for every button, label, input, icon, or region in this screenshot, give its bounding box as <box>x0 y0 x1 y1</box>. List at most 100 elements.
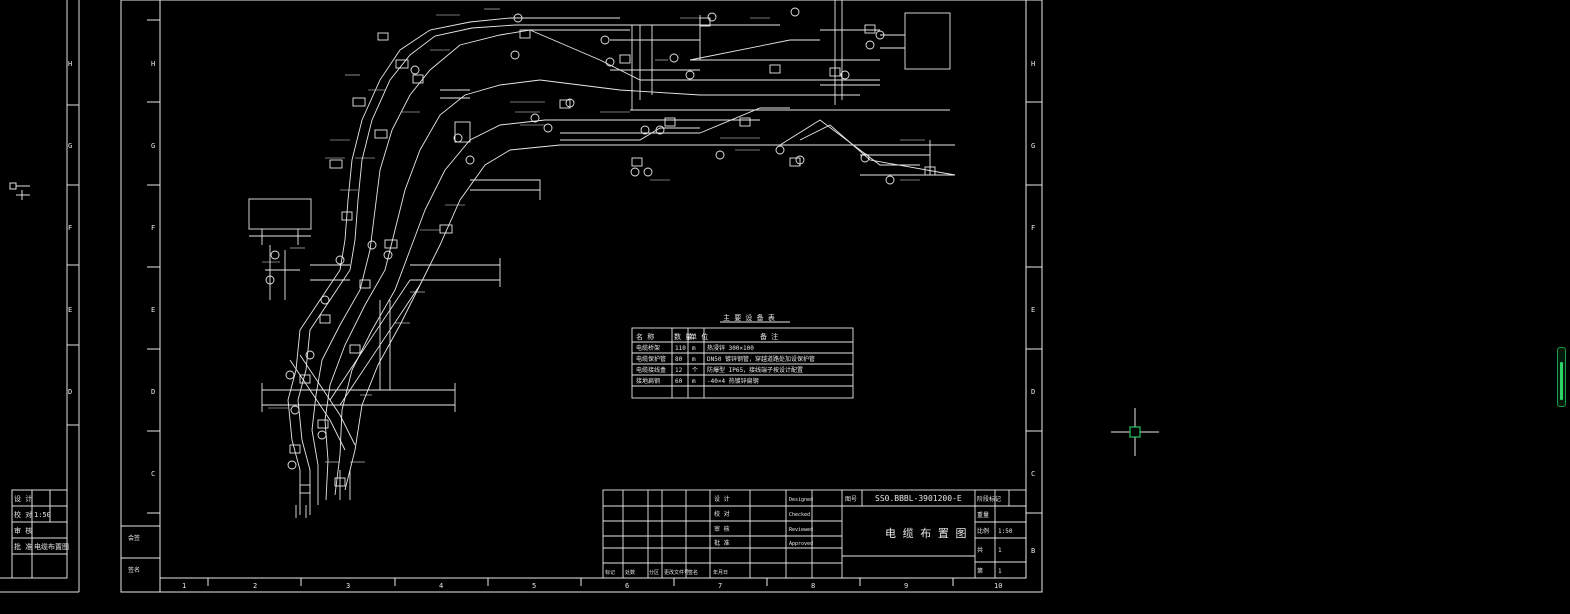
grid-letter-right-7: B <box>1031 547 1035 555</box>
equipment-header-unit: 单 位 <box>690 332 708 341</box>
left-row-3: 审 核 <box>14 526 32 535</box>
stage-label: 阶段标记 <box>977 495 1001 503</box>
approval-sub-3: Reviewed <box>789 527 813 533</box>
revision-header-6: 年月日 <box>713 569 728 576</box>
total-value: 1 <box>998 547 1002 554</box>
revision-header-3: 分区 <box>649 569 659 576</box>
equipment-header-note: 备 注 <box>760 332 778 341</box>
revision-header-2: 处数 <box>625 569 635 576</box>
title-block-text: 图号 SS0.BBBL-3901200-E 电 缆 布 置 图 设 计 校 对 … <box>605 494 1013 576</box>
equipment-row-2-note: DN50 镀锌钢管，穿越道路处加设保护管 <box>707 355 815 363</box>
grid-letter-ls-1: H <box>68 60 72 68</box>
grid-letter-left-6: C <box>151 470 155 478</box>
stamp-label-1: 会签 <box>128 534 140 542</box>
left-row-2: 校 对 <box>14 510 32 519</box>
equipment-row-4-qty: 60 <box>675 378 683 385</box>
equipment-row-4-name: 接地扁钢 <box>636 377 660 385</box>
left-sheet-text: 设 计 校 对 审 核 批 准 1:50 电缆布置图 <box>14 494 69 551</box>
grid-letter-right-3: F <box>1031 224 1035 232</box>
grid-numbers: 1 2 3 4 5 6 7 8 9 10 <box>182 582 1002 590</box>
grid-number-3: 3 <box>346 582 350 590</box>
grid-number-6: 6 <box>625 582 629 590</box>
drawing-number: SS0.BBBL-3901200-E <box>875 494 962 503</box>
total-label: 共 <box>977 546 983 554</box>
left-sheet <box>0 0 80 593</box>
left-scale: 1:50 <box>34 511 51 519</box>
grid-letter-right-4: E <box>1031 306 1035 314</box>
grid-number-4: 4 <box>439 582 443 590</box>
grid-letters: H G F E D C H G F E D C B H G F E D <box>68 60 1035 555</box>
scale-label: 比例 <box>977 527 989 535</box>
stamp-label-2: 签名 <box>128 566 140 574</box>
approval-role-3: 审 核 <box>714 525 730 533</box>
instrument-symbols <box>265 7 895 470</box>
approval-role-1: 设 计 <box>714 495 730 503</box>
equipment-table <box>631 321 854 399</box>
drawing-title: 电 缆 布 置 图 <box>885 527 967 540</box>
approval-role-2: 校 对 <box>714 510 730 518</box>
scrollbar-thumb[interactable] <box>1560 362 1563 400</box>
grid-letter-ls-4: E <box>68 306 72 314</box>
approval-sub-2: Checked <box>789 512 810 518</box>
annotation-labels <box>262 8 925 463</box>
grid-letter-right-1: H <box>1031 60 1035 68</box>
grid-letter-left-1: H <box>151 60 155 68</box>
left-row-1: 设 计 <box>14 494 32 503</box>
grid-number-9: 9 <box>904 582 908 590</box>
approval-sub-1: Designed <box>789 497 813 503</box>
revision-header-5: 签名 <box>688 569 698 576</box>
equipment-row-2-qty: 80 <box>675 356 683 363</box>
revision-header-1: 标记 <box>605 569 615 576</box>
weight-label: 重量 <box>977 511 989 519</box>
grid-letter-right-2: G <box>1031 142 1035 150</box>
grid-letter-left-3: F <box>151 224 155 232</box>
grid-letter-left-5: D <box>151 388 155 396</box>
equipment-row-1-note: 热浸锌 300×100 <box>707 344 754 352</box>
grid-letter-left-4: E <box>151 306 155 314</box>
vertical-scrollbar[interactable] <box>1557 347 1566 407</box>
left-title: 电缆布置图 <box>34 542 69 551</box>
sheet-label: 第 <box>977 567 983 575</box>
grid-number-1: 1 <box>182 582 186 590</box>
equipment-header-qty: 数 量 <box>674 332 692 341</box>
equipment-row-3-name: 电缆接线盒 <box>636 366 666 374</box>
equipment-row-3-note: 防爆型 IP65，接线端子按设计配置 <box>707 366 803 374</box>
stamp-column: 会签 签名 <box>128 534 140 574</box>
grid-number-10: 10 <box>994 582 1002 590</box>
grid-letter-ls-3: F <box>68 224 72 232</box>
grid-number-8: 8 <box>811 582 815 590</box>
equipment-row-4-unit: m <box>692 378 696 385</box>
equipment-row-3-unit: 个 <box>692 367 698 374</box>
equipment-row-1-qty: 110 <box>675 345 686 352</box>
drawing-code-label: 图号 <box>845 496 857 503</box>
equipment-header-name: 名 称 <box>636 332 654 341</box>
approval-role-4: 批 准 <box>714 539 730 547</box>
sheet-value: 1 <box>998 568 1002 575</box>
equipment-table-text: 主 要 设 备 表 名 称 数 量 单 位 备 注 电缆桥架 110 m 热浸锌… <box>636 313 815 385</box>
equipment-table-title: 主 要 设 备 表 <box>723 313 775 322</box>
main-sheet-border <box>120 0 1043 593</box>
approval-sub-4: Approved <box>789 541 813 547</box>
equipment-row-2-unit: m <box>692 356 696 363</box>
cable-routing-diagram <box>248 0 956 518</box>
revision-header-4: 更改文件号 <box>664 569 689 576</box>
grid-letter-right-5: D <box>1031 388 1035 396</box>
title-block <box>602 489 1027 579</box>
scale-value: 1:50 <box>998 528 1013 535</box>
grid-number-7: 7 <box>718 582 722 590</box>
left-row-4: 批 准 <box>14 542 32 551</box>
grid-number-5: 5 <box>532 582 536 590</box>
grid-letter-left-2: G <box>151 142 155 150</box>
grid-number-2: 2 <box>253 582 257 590</box>
grid-letter-right-6: C <box>1031 470 1035 478</box>
equipment-row-1-unit: m <box>692 345 696 352</box>
grid-letter-ls-5: D <box>68 388 72 396</box>
equipment-row-1-name: 电缆桥架 <box>636 344 660 352</box>
equipment-row-4-note: -40×4 热镀锌扁钢 <box>707 377 759 385</box>
crosshair-cursor-icon <box>1111 408 1159 456</box>
equipment-row-3-qty: 12 <box>675 367 683 374</box>
grid-letter-ls-2: G <box>68 142 72 150</box>
equipment-row-2-name: 电缆保护管 <box>636 355 666 363</box>
